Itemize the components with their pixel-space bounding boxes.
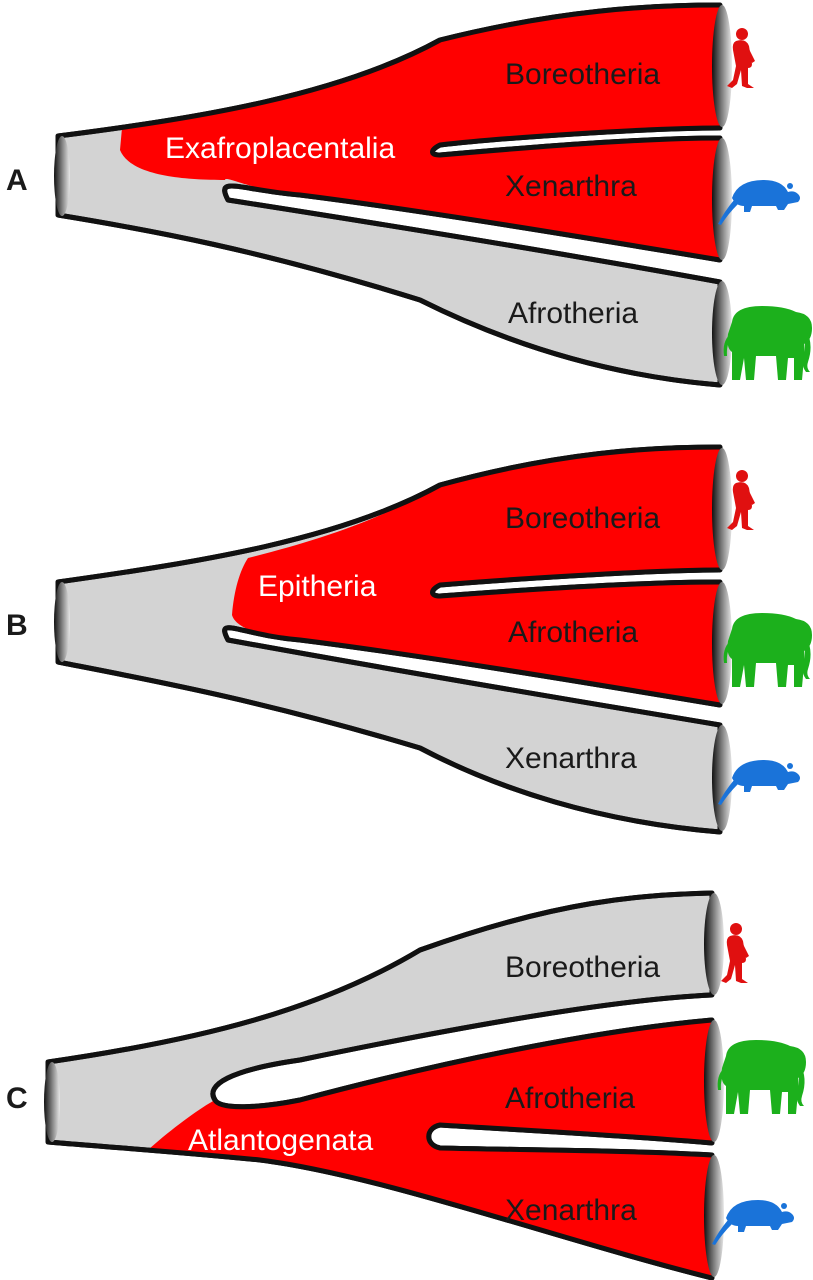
tip-cap bbox=[704, 1020, 724, 1142]
elephant-icon bbox=[717, 1040, 806, 1114]
highlight-region bbox=[120, 5, 720, 260]
tip-label: Afrotheria bbox=[508, 297, 638, 330]
human-icon bbox=[721, 923, 749, 983]
tip-cap bbox=[704, 893, 724, 995]
tip-cap bbox=[704, 1155, 724, 1277]
highlight-region bbox=[232, 447, 720, 705]
tip-label: Boreotheria bbox=[505, 502, 660, 535]
tip-cap bbox=[712, 281, 732, 385]
panel-letter: B bbox=[6, 609, 28, 642]
panel-letter: A bbox=[6, 164, 28, 197]
highlight-region bbox=[148, 1020, 712, 1278]
tip-cap bbox=[712, 138, 732, 260]
tip-cap bbox=[712, 448, 732, 570]
panel-a: A Exafroplacentalia Boreotheria Xenarthr… bbox=[6, 2, 812, 388]
tip-label: Boreotheria bbox=[505, 58, 660, 91]
node-label: Exafroplacentalia bbox=[165, 132, 395, 165]
node-label: Atlantogenata bbox=[188, 1124, 373, 1157]
panel-c: C Atlantogenata Boreotheria Afrotheria X… bbox=[6, 890, 806, 1280]
tip-label: Xenarthra bbox=[505, 170, 637, 203]
root-cap bbox=[54, 582, 70, 662]
root-cap bbox=[44, 1062, 60, 1142]
armadillo-icon bbox=[712, 1200, 794, 1245]
elephant-icon bbox=[723, 306, 812, 380]
tip-label: Afrotheria bbox=[505, 1082, 635, 1115]
tip-label: Xenarthra bbox=[505, 742, 637, 775]
tip-cap bbox=[712, 725, 732, 831]
tip-label: Boreotheria bbox=[505, 951, 660, 984]
root-cap bbox=[54, 136, 70, 216]
tip-cap bbox=[712, 582, 732, 704]
tip-label: Xenarthra bbox=[505, 1194, 637, 1227]
tip-label: Afrotheria bbox=[508, 616, 638, 649]
panel-letter: C bbox=[6, 1082, 28, 1115]
tip-cap bbox=[712, 5, 732, 127]
panel-b: B Epitheria Boreotheria Afrotheria Xenar… bbox=[6, 444, 812, 835]
node-label: Epitheria bbox=[258, 570, 377, 603]
elephant-icon bbox=[723, 613, 812, 687]
